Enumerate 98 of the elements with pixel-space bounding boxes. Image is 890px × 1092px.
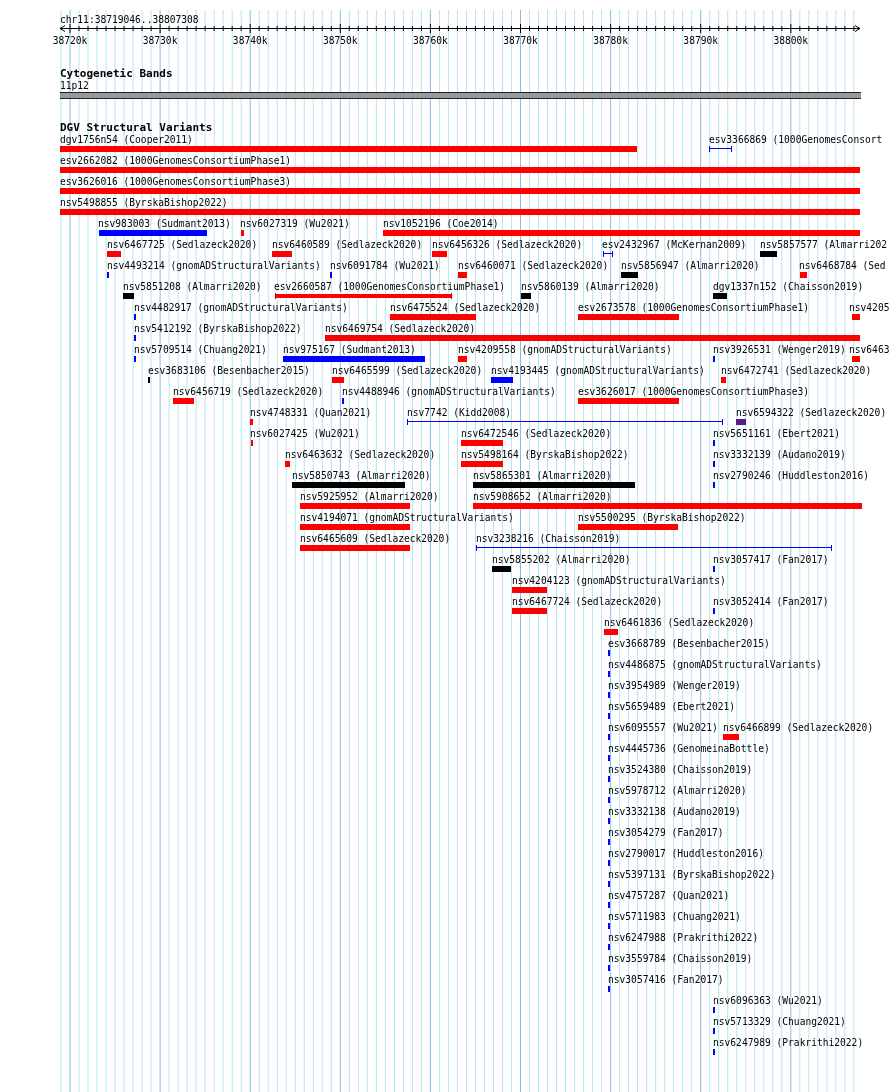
variant-label: nsv4209558 (gnomADStructuralVariants)	[458, 344, 672, 356]
variant-label: nsv6463	[849, 344, 890, 356]
variant-label: nsv6467724 (Sedlazeck2020)	[512, 596, 663, 608]
variant-label: nsv6465599 (Sedlazeck2020)	[332, 365, 483, 377]
variant-label: nsv4493214 (gnomADStructuralVariants)	[107, 260, 321, 272]
variant-label: nsv6460071 (Sedlazeck2020)	[458, 260, 609, 272]
variant-label: nsv6456719 (Sedlazeck2020)	[173, 386, 324, 398]
variant-label: esv2673578 (1000GenomesConsortiumPhase1)	[578, 302, 810, 314]
variant-label: dgv1756n54 (Cooper2011)	[60, 134, 193, 146]
axis-tick-label: 38760k	[412, 35, 449, 47]
variant-label: dgv1337n152 (Chaisson2019)	[713, 281, 864, 293]
variant-label: nsv5908652 (Almarri2020)	[473, 491, 612, 503]
variant-label: nsv5709514 (Chuang2021)	[134, 344, 267, 356]
coordinate-range: chr11:38719046..38807308	[60, 14, 199, 26]
variant-label: nsv5850743 (Almarri2020)	[292, 470, 431, 482]
variant-label: nsv5857577 (Almarri202	[760, 239, 888, 251]
variant-label: esv2662082 (1000GenomesConsortiumPhase1)	[60, 155, 292, 167]
variant-label: nsv5500295 (ByrskaBishop2022)	[578, 512, 746, 524]
variant-label: nsv5713329 (Chuang2021)	[713, 1016, 846, 1028]
variant-label: nsv6461836 (Sedlazeck2020)	[604, 617, 755, 629]
variant-label: nsv5851208 (Almarri2020)	[123, 281, 262, 293]
variant-label: nsv5498164 (ByrskaBishop2022)	[461, 449, 629, 461]
variant-label: nsv6091784 (Wu2021)	[330, 260, 440, 272]
variant-label: nsv3954989 (Wenger2019)	[608, 680, 741, 692]
variant-label: nsv6472546 (Sedlazeck2020)	[461, 428, 612, 440]
track-title: Cytogenetic Bands	[60, 68, 173, 80]
variant-label: nsv4757287 (Quan2021)	[608, 890, 730, 902]
axis-tick-label: 38720k	[51, 35, 89, 47]
variant-label: nsv5651161 (Ebert2021)	[713, 428, 841, 440]
variant-label: nsv5925952 (Almarri2020)	[300, 491, 439, 503]
variant-label: nsv5397131 (ByrskaBishop2022)	[608, 869, 776, 881]
variant-label: nsv5865301 (Almarri2020)	[473, 470, 612, 482]
variant-label: nsv5860139 (Almarri2020)	[521, 281, 660, 293]
variant-label: nsv4748331 (Quan2021)	[250, 407, 372, 419]
variant-label: nsv6465609 (Sedlazeck2020)	[300, 533, 451, 545]
axis-tick-label: 38790k	[682, 35, 719, 47]
variant-label: nsv5412192 (ByrskaBishop2022)	[134, 323, 302, 335]
variant-label: nsv5711983 (Chuang2021)	[608, 911, 741, 923]
variant-label: nsv2790017 (Huddleston2016)	[608, 848, 764, 860]
variant-label: esv3626017 (1000GenomesConsortiumPhase3)	[578, 386, 810, 398]
variant-label: nsv6469754 (Sedlazeck2020)	[325, 323, 476, 335]
variant-label: nsv7742 (Kidd2008)	[407, 407, 511, 419]
variant-label: nsv983003 (Sudmant2013)	[98, 218, 231, 230]
variant-label: nsv4488946 (gnomADStructuralVariants)	[342, 386, 556, 398]
variant-label: nsv6475524 (Sedlazeck2020)	[390, 302, 541, 314]
variant-label: nsv6472741 (Sedlazeck2020)	[721, 365, 872, 377]
axis-tick-label: 38780k	[592, 35, 629, 47]
variant-label: nsv6467725 (Sedlazeck2020)	[107, 239, 258, 251]
variant-label: nsv5498855 (ByrskaBishop2022)	[60, 197, 228, 209]
axis-tick-label: 38730k	[141, 35, 179, 47]
variant-label: nsv3524380 (Chaisson2019)	[608, 764, 753, 776]
track-title: DGV Structural Variants	[60, 122, 213, 134]
variant-label: nsv3332139 (Audano2019)	[713, 449, 846, 461]
variant-label: nsv3052414 (Fan2017)	[713, 596, 829, 608]
variant-label: nsv6247988 (Prakrithi2022)	[608, 932, 759, 944]
variant-label: nsv3057417 (Fan2017)	[713, 554, 829, 566]
variant-label: nsv4445736 (GenomeinaBottle)	[608, 743, 770, 755]
axis-tick-label: 38750k	[321, 35, 359, 47]
variant-label: nsv6466899 (Sedlazeck2020)	[723, 722, 874, 734]
variant-label: nsv6095557 (Wu2021)	[608, 722, 718, 734]
variant-label: nsv5856947 (Almarri2020)	[621, 260, 760, 272]
variant-label: nsv6468784 (Sed	[799, 260, 886, 272]
variant-label: nsv6027425 (Wu2021)	[250, 428, 360, 440]
variant-label: nsv975167 (Sudmant2013)	[283, 344, 416, 356]
variant-label: nsv5978712 (Almarri2020)	[608, 785, 747, 797]
variant-label: nsv6460589 (Sedlazeck2020)	[272, 239, 423, 251]
variant-label: nsv3238216 (Chaisson2019)	[476, 533, 621, 545]
variant-label: nsv4194071 (gnomADStructuralVariants)	[300, 512, 514, 524]
variant-label: nsv5855202 (Almarri2020)	[492, 554, 631, 566]
axis-tick-label: 38770k	[502, 35, 539, 47]
variant-label: nsv1052196 (Coe2014)	[383, 218, 499, 230]
axis-tick-label: 38800k	[772, 35, 810, 47]
variant-label: nsv3054279 (Fan2017)	[608, 827, 724, 839]
variant-label: nsv5659489 (Ebert2021)	[608, 701, 736, 713]
variant-label: nsv4482917 (gnomADStructuralVariants)	[134, 302, 348, 314]
variant-label: esv3366869 (1000GenomesConsort	[709, 134, 883, 146]
variant-label: nsv4486875 (gnomADStructuralVariants)	[608, 659, 822, 671]
variant-label: esv3626016 (1000GenomesConsortiumPhase3)	[60, 176, 292, 188]
variant-label: nsv6096363 (Wu2021)	[713, 995, 823, 1007]
variant-label: esv3683106 (Besenbacher2015)	[148, 365, 310, 377]
variant-label: nsv4205	[849, 302, 890, 314]
variant-label: nsv4204123 (gnomADStructuralVariants)	[512, 575, 726, 587]
variant-label: esv3668789 (Besenbacher2015)	[608, 638, 770, 650]
variant-label: nsv3332138 (Audano2019)	[608, 806, 741, 818]
variant-label: nsv4193445 (gnomADStructuralVariants)	[491, 365, 705, 377]
variant-label: esv2432967 (McKernan2009)	[602, 239, 747, 251]
variant-label: nsv6247989 (Prakrithi2022)	[713, 1037, 864, 1049]
variant-label: nsv3559784 (Chaisson2019)	[608, 953, 753, 965]
variant-label: nsv6456326 (Sedlazeck2020)	[432, 239, 583, 251]
variant-label: nsv2790246 (Huddleston2016)	[713, 470, 869, 482]
variant-label: nsv6594322 (Sedlazeck2020)	[736, 407, 887, 419]
variant-label: nsv6027319 (Wu2021)	[240, 218, 350, 230]
variant-label: nsv3926531 (Wenger2019)	[713, 344, 846, 356]
axis-tick-label: 38740k	[231, 35, 269, 47]
variant-label: nsv6463632 (Sedlazeck2020)	[285, 449, 436, 461]
variant-label: nsv3057416 (Fan2017)	[608, 974, 724, 986]
variant-label: esv2660587 (1000GenomesConsortiumPhase1)	[274, 281, 506, 293]
band-label: 11p12	[60, 80, 89, 92]
